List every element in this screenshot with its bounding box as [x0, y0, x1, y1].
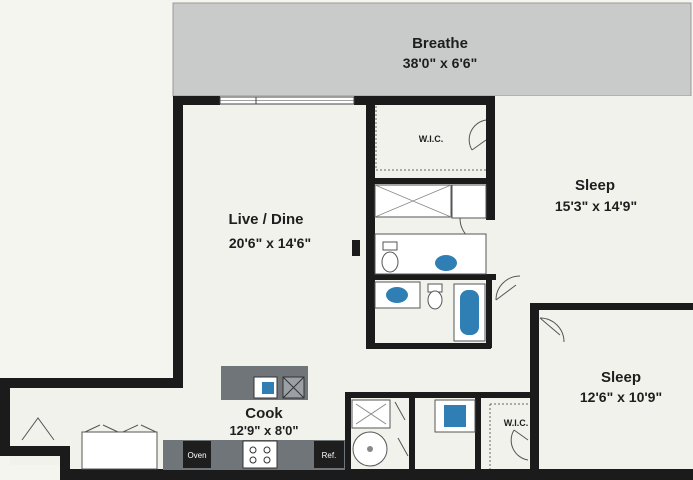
balcony-name: Breathe: [412, 35, 468, 52]
closet-doors: [84, 424, 157, 433]
sink-1: [435, 255, 457, 271]
sink-2: [386, 287, 408, 303]
entry-closet: [81, 431, 158, 470]
sink-3: [444, 405, 466, 427]
bedroom-second-dims: 12'6" x 10'9": [580, 389, 662, 405]
dishwasher-lines: [282, 376, 305, 399]
bedroom-door-main: [495, 275, 521, 301]
balcony-area: [172, 2, 692, 97]
kitchen-name: Cook: [245, 405, 283, 422]
oven: [183, 441, 211, 468]
wic-bottom-door: [510, 429, 529, 461]
wic-top-label: W.I.C.: [419, 134, 444, 144]
outer-walls: [0, 96, 693, 480]
linen-closet: [451, 184, 487, 219]
shower-lines: [374, 184, 452, 218]
walk-in-closet-top: [375, 106, 487, 171]
bedroom-second-name: Sleep: [601, 369, 641, 386]
living-dims: 20'6" x 14'6": [229, 235, 311, 251]
bath-3-doors: [394, 401, 409, 457]
toilet-1: [381, 251, 399, 273]
ref-label: Ref.: [322, 451, 337, 460]
living-name: Live / Dine: [228, 211, 303, 228]
bedroom-main-name: Sleep: [575, 177, 615, 194]
cooktop: [242, 440, 278, 469]
wic-bottom-label: W.I.C.: [504, 418, 529, 428]
walk-in-closet-bottom-outline: [489, 403, 528, 469]
entry-door: [21, 417, 55, 441]
bedroom-door-second: [539, 317, 565, 343]
interior-walls: [345, 96, 693, 479]
oven-label: Oven: [187, 451, 206, 460]
toilet-tank-1: [382, 241, 398, 251]
toilet-2: [427, 290, 443, 310]
kitchen-dims: 12'9" x 8'0": [229, 423, 298, 438]
island-sink-basin: [262, 382, 274, 394]
refrigerator: [314, 441, 344, 468]
window-top: [219, 96, 355, 105]
bathtub-basin: [460, 290, 479, 335]
bedroom-main-dims: 15'3" x 14'9": [555, 198, 637, 214]
balcony-dims: 38'0" x 6'6": [403, 55, 477, 71]
